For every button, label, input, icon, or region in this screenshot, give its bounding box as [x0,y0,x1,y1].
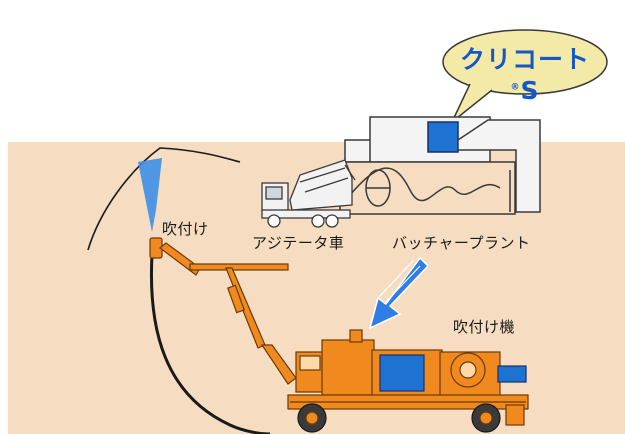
registered-mark: ® [510,82,521,93]
product-name-main: クリコート [459,45,590,74]
product-speech-bubble [442,29,608,123]
label-spraying-machine: 吹付け機 [453,318,516,336]
spraying-machine-illustration [287,329,529,433]
product-name: クリコート ®S [447,40,603,105]
label-spraying: 吹付け [162,220,209,238]
boom-arm [149,237,297,385]
label-agitator-truck: アジテータ車 [252,234,345,252]
hose [149,254,271,434]
product-name-suffix: S [520,76,540,105]
agitator-truck-illustration [261,159,356,228]
spray-cone [138,158,162,232]
label-batcher-plant: バッチャープラント [392,234,531,252]
flow-arrow [368,256,430,330]
tunnel-lining-curve [87,147,241,251]
batcher-plant-illustration [339,116,541,215]
